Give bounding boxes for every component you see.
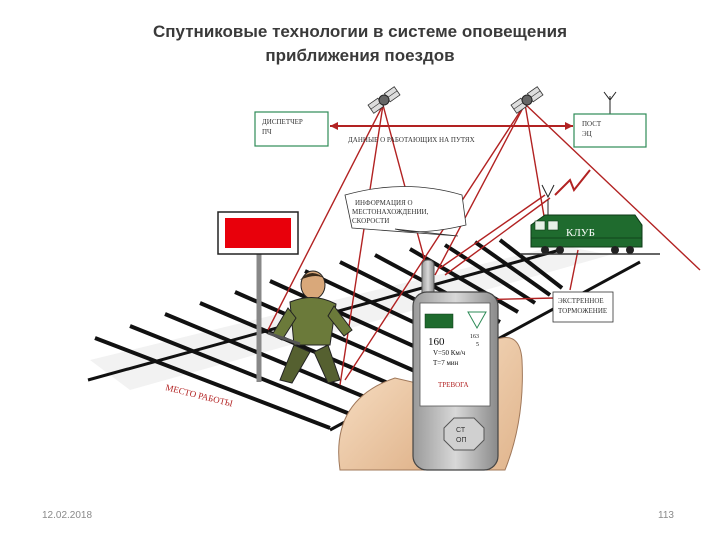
train-to-phone-b: [444, 197, 551, 276]
train-name: КЛУБ: [566, 227, 595, 239]
screen-train-icon: [424, 313, 454, 329]
screen-signal-icon: [467, 311, 487, 330]
railway-worker: [267, 270, 353, 384]
dispatcher-line-2: ПЧ: [262, 128, 272, 136]
emergency-to-train: [569, 249, 579, 291]
footer-date: 12.02.2018: [42, 510, 93, 521]
dispatcher-line-1: ДИСПЕТЧЕР: [262, 118, 303, 126]
dispatcher-box: ДИСПЕТЧЕР ПЧ: [254, 111, 329, 147]
post-line-1: ПОСТ: [582, 120, 602, 128]
location-info-line-3: СКОРОСТИ: [352, 217, 389, 225]
sat1-to-sign: [267, 104, 384, 331]
satellite-2-icon: [510, 86, 544, 114]
wrench-icon: [267, 331, 301, 346]
sat2-to-phone: [434, 103, 526, 276]
emergency-line-2: ТОРМОЖЕНИЕ: [558, 307, 607, 315]
device-speed: V=50 Км/ч: [433, 349, 466, 357]
locomotive: КЛУБ: [520, 184, 660, 255]
stop-button[interactable]: [443, 417, 485, 451]
sat1-to-worker: [339, 104, 384, 386]
satellite-1-icon: [367, 86, 401, 114]
title-line-2: приближения поездов: [265, 46, 455, 65]
train-to-phone-a: [439, 194, 546, 269]
sat2-to-train: [524, 103, 546, 223]
signal-lines: [267, 103, 701, 386]
device-alarm: ТРЕВОГА: [438, 381, 469, 389]
stop-button-line-2: ОП: [456, 437, 466, 444]
title-line-1: Спутниковые технологии в системе оповеще…: [153, 22, 567, 41]
stop-button-line-1: СТ: [456, 427, 466, 434]
footer-page-number: 113: [658, 510, 674, 521]
track-data-label: ДАННЫЕ О РАБОТАЮЩИХ НА ПУТЯХ: [348, 136, 475, 144]
handheld-device: 160 163 5 V=50 Км/ч T=7 мин ТРЕВОГА СТ О…: [338, 259, 523, 471]
post-antenna-icon: [603, 91, 617, 101]
location-info-line-2: МЕСТОНАХОЖДЕНИИ,: [352, 208, 429, 216]
sat2-to-worker: [344, 103, 526, 381]
radio-zigzag: [554, 169, 591, 196]
emergency-line-1: ЭКСТРЕННОЕ: [558, 297, 604, 305]
warning-sign: [217, 211, 299, 382]
sat2-to-far: [524, 103, 701, 271]
slide-title: Спутниковые технологии в системе оповеще…: [0, 20, 720, 68]
location-info-bubble: ИНФОРМАЦИЯ О МЕСТОНАХОЖДЕНИИ, СКОРОСТИ: [344, 186, 467, 237]
location-info-line-1: ИНФОРМАЦИЯ О: [355, 199, 413, 207]
sign-red-panel: [225, 218, 291, 248]
emergency-braking-box: ЭКСТРЕННОЕ ТОРМОЖЕНИЕ: [552, 291, 614, 323]
post-line-2: ЭЦ: [582, 130, 592, 138]
device-distance: 160: [428, 336, 445, 348]
device-time: T=7 мин: [433, 359, 459, 367]
device-km-sub: 5: [476, 342, 479, 348]
hand: [338, 377, 426, 471]
train-antenna-icon: [541, 184, 555, 199]
post-box: ПОСТ ЭЦ: [573, 91, 647, 148]
device-km: 163: [470, 334, 479, 340]
train-body: [530, 214, 643, 248]
